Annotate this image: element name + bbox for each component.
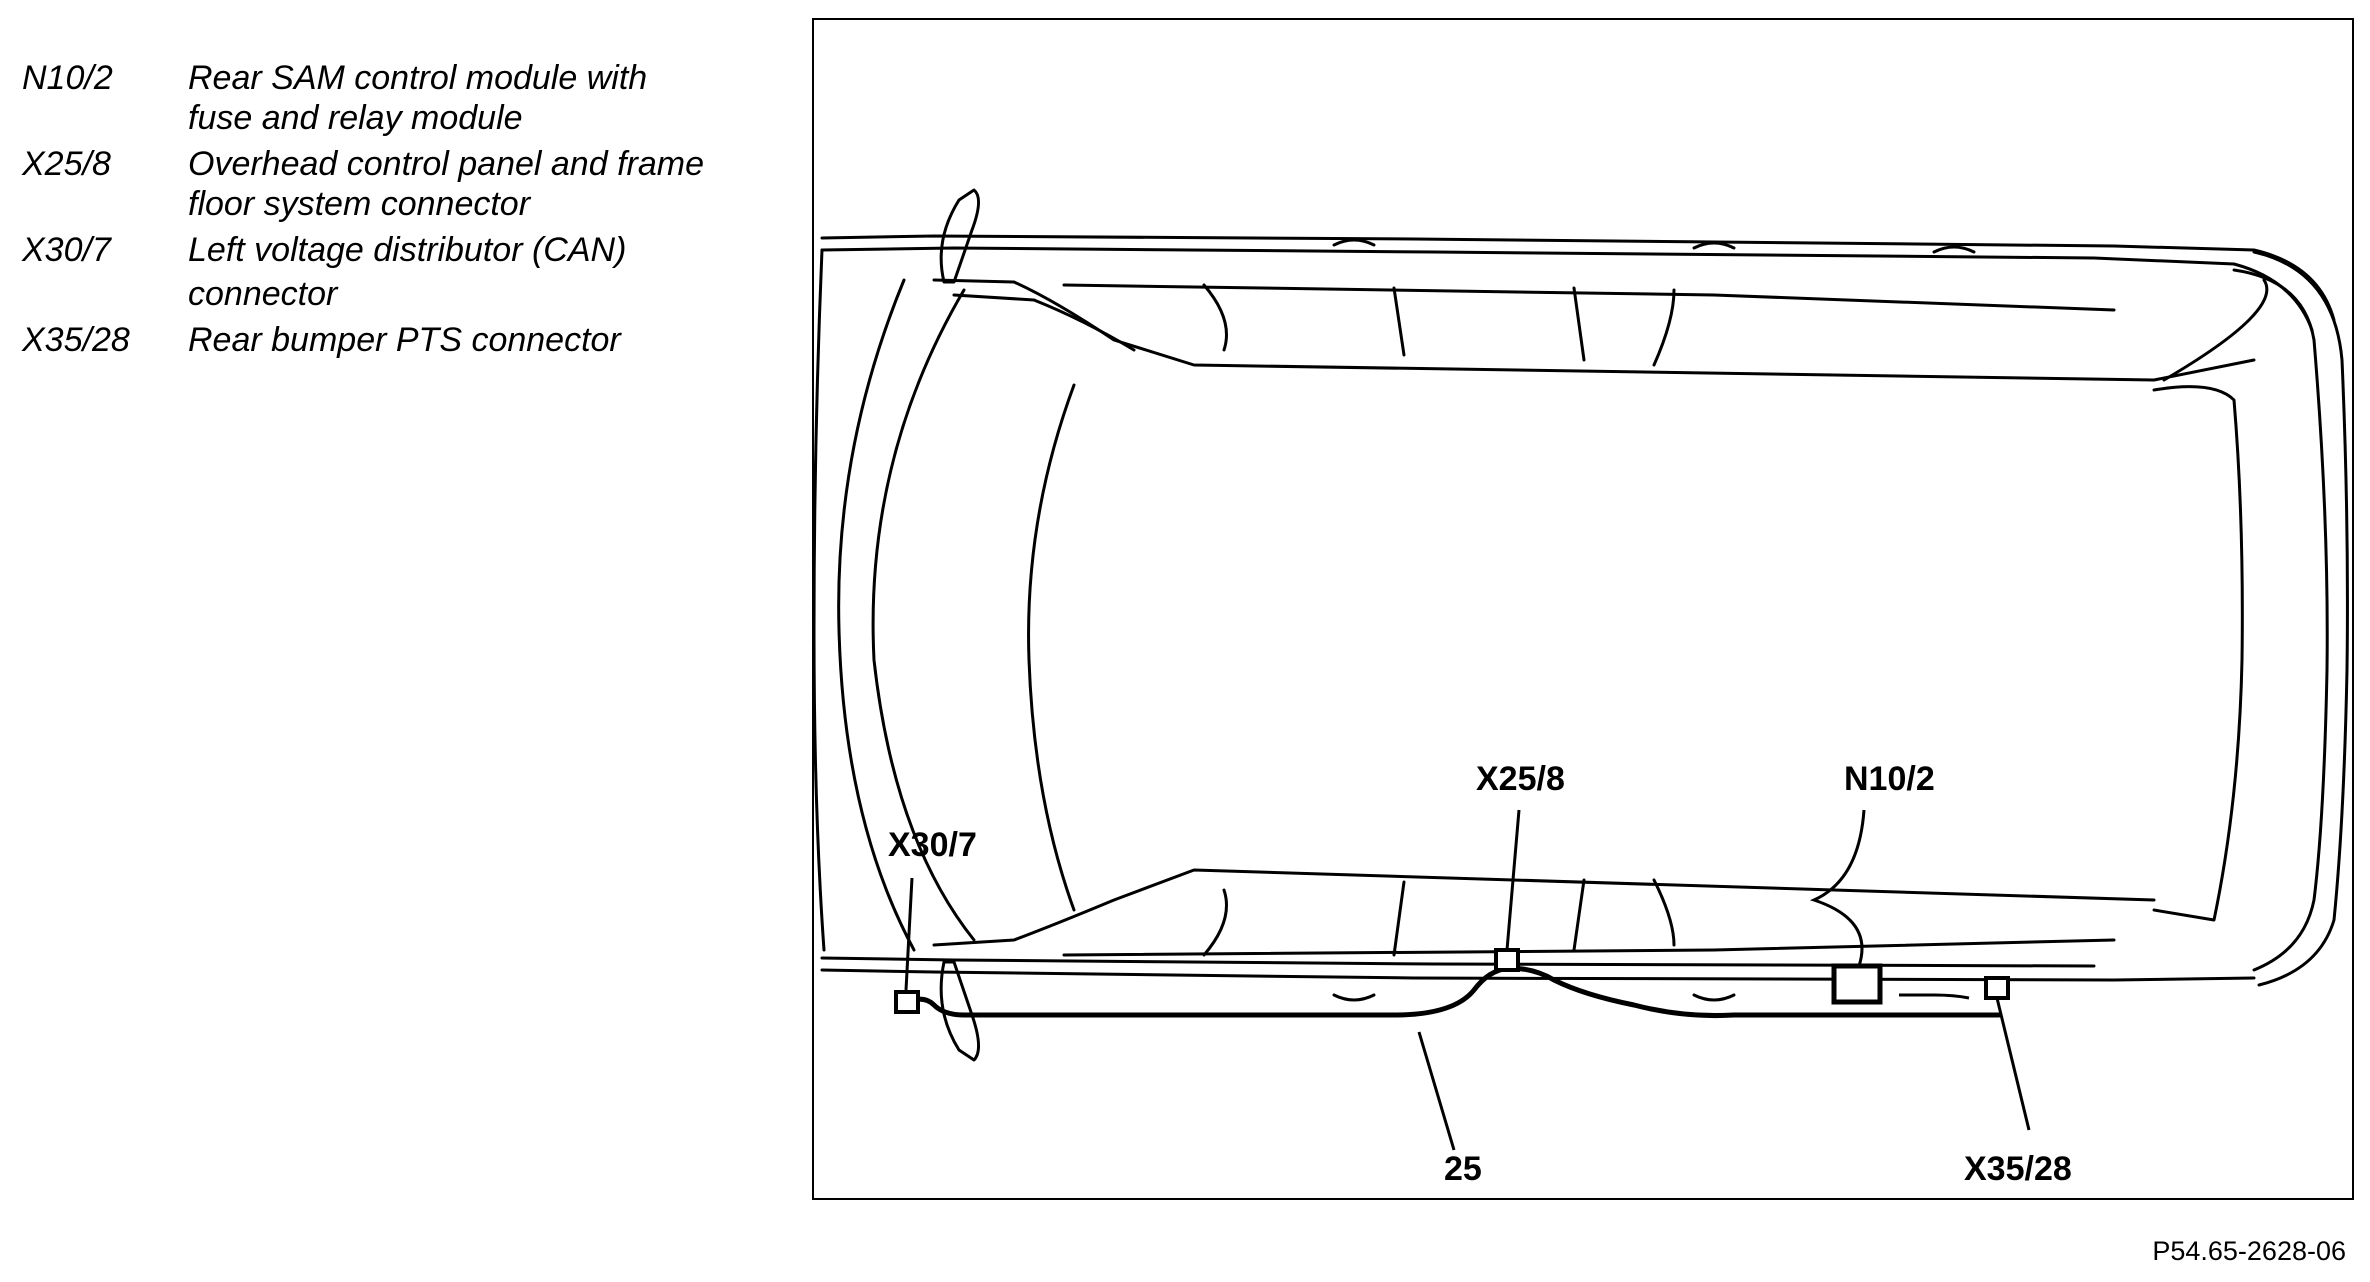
leader-x30-7	[904, 877, 914, 991]
body-outline-lower-inner	[820, 956, 2096, 968]
body-outline-upper-inner	[820, 246, 2314, 332]
connector-x35-28	[1984, 976, 2010, 1000]
upper-door-handle	[1332, 238, 1976, 254]
vehicle-top-view-diagram: X30/7 X25/8 N10/2 25 X35/28	[814, 188, 2349, 1188]
roof-front-arc	[1027, 383, 1076, 912]
connector-x30-7	[894, 990, 920, 1014]
legend-description-line: Overhead control panel and frame	[188, 145, 704, 183]
roof-rail-lower	[932, 868, 2156, 947]
legend-description-line: connector	[188, 275, 338, 313]
legend-item-x25-8: X25/8 Overhead control panel and frame f…	[22, 144, 704, 224]
lower-window-frame	[1202, 878, 1676, 957]
roof-rear-arc	[2152, 385, 2244, 922]
legend-item-x35-28: X35/28 Rear bumper PTS connector	[22, 320, 621, 360]
legend-item-n10-2: N10/2 Rear SAM control module with fuse …	[22, 58, 647, 138]
vehicle-diagram-frame: X30/7 X25/8 N10/2 25 X35/28	[812, 18, 2354, 1200]
body-outline-lower	[820, 968, 2256, 982]
legend-description: Rear SAM control module with fuse and re…	[188, 58, 647, 138]
callout-25: 25	[1444, 1150, 1482, 1188]
front-bumper-line	[814, 248, 826, 952]
rear-bumper	[2252, 250, 2349, 987]
legend-description: Left voltage distributor (CAN) connector	[188, 230, 626, 314]
callout-x30-7: X30/7	[888, 826, 977, 864]
leader-x35-28	[1995, 997, 2031, 1131]
legend-description: Rear bumper PTS connector	[188, 320, 621, 360]
legend-code: X25/8	[22, 145, 111, 183]
legend-code: X35/28	[22, 321, 130, 359]
wiring-harness-branch	[1899, 993, 1970, 1000]
upper-window-frame	[1202, 283, 1676, 367]
upper-pillar	[2162, 278, 2269, 382]
rear-tailgate-upper	[2232, 268, 2329, 972]
lower-door-handle	[1332, 993, 1736, 1002]
lower-window-line	[1062, 938, 2116, 957]
legend-code: N10/2	[22, 59, 113, 97]
connector-x25-8	[1494, 948, 1520, 972]
module-n10-2	[1831, 963, 1883, 1005]
legend-description-line: Rear SAM control module with	[188, 59, 648, 97]
roof-rail-upper	[932, 278, 2256, 382]
mirror-upper	[939, 188, 980, 284]
leader-x25-8	[1505, 809, 1521, 951]
mirror-lower	[939, 960, 980, 1062]
leader-n10-2	[1809, 809, 1866, 967]
front-hood-arc	[837, 278, 916, 952]
callout-n10-2: N10/2	[1844, 760, 1935, 798]
legend-description-line: fuse and relay module	[188, 99, 523, 137]
legend-description: Overhead control panel and frame floor s…	[188, 144, 704, 224]
figure-id: P54.65-2628-06	[2152, 1236, 2346, 1266]
callout-x25-8: X25/8	[1476, 760, 1565, 798]
upper-window-line	[1062, 283, 2116, 312]
legend-description-line: Left voltage distributor (CAN)	[188, 231, 627, 269]
roof-rail-upper-inner	[952, 293, 1136, 352]
callout-x35-28: X35/28	[1964, 1150, 2072, 1188]
legend-item-x30-7: X30/7 Left voltage distributor (CAN) con…	[22, 230, 626, 314]
front-windshield-arc	[871, 288, 976, 942]
legend-description-line: Rear bumper PTS connector	[188, 321, 621, 359]
legend-code: X30/7	[22, 231, 111, 269]
legend-description-line: floor system connector	[188, 185, 531, 223]
leader-25	[1417, 1031, 1456, 1151]
